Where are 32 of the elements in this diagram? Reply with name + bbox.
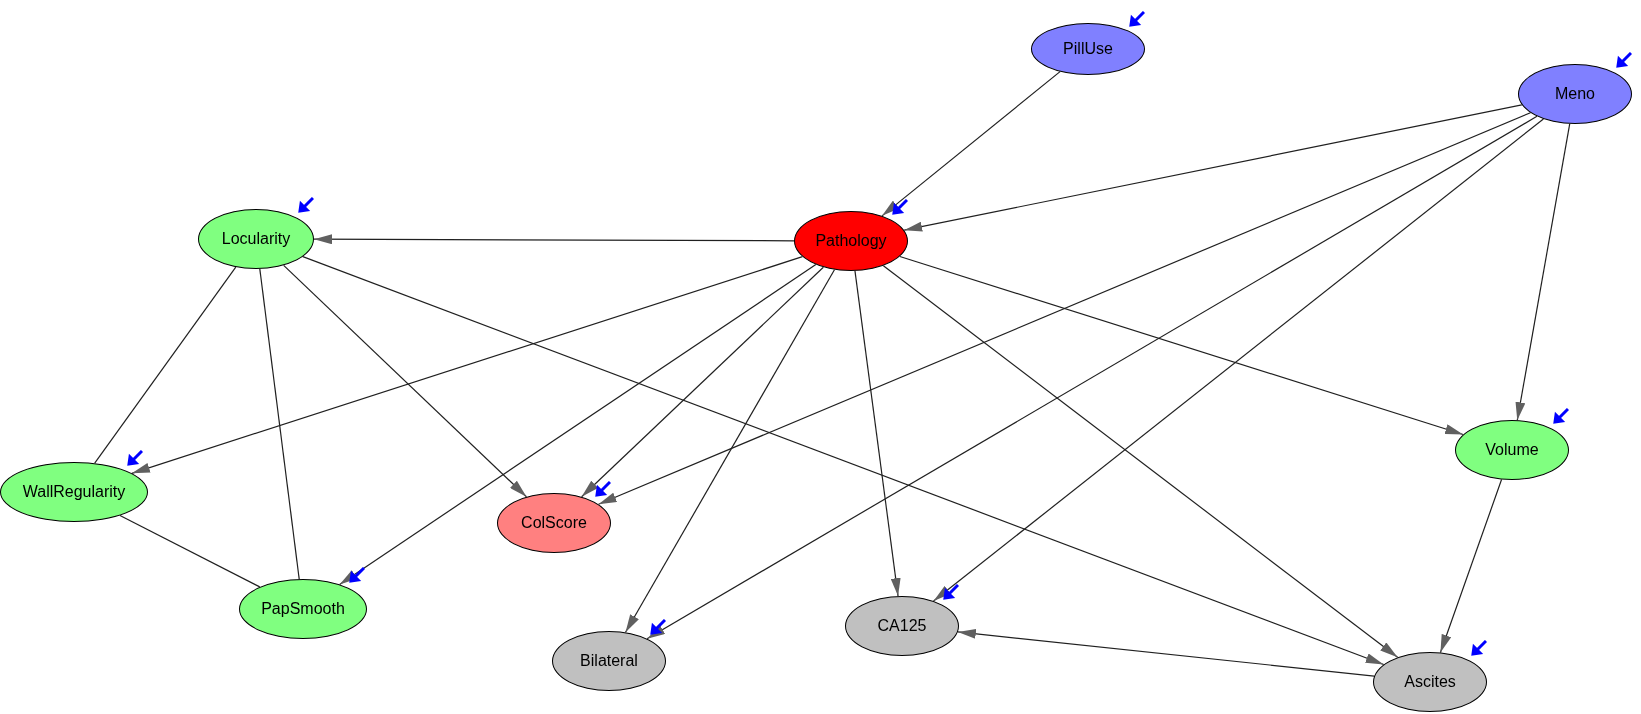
arrow: [131, 256, 803, 474]
arrow: [597, 112, 1532, 505]
arrow: [313, 234, 795, 245]
node-label: Ascites: [1404, 674, 1456, 690]
arrow: [881, 71, 1061, 217]
node-ellipse: [1518, 64, 1632, 124]
arrow: [283, 264, 528, 498]
arrow: [933, 118, 1544, 602]
arrow: [882, 265, 1399, 658]
arrow: [624, 269, 836, 633]
node-label: Pathology: [815, 233, 887, 249]
arrow: [339, 264, 817, 585]
node-label: Volume: [1485, 442, 1539, 458]
node-label: ColScore: [521, 515, 587, 531]
node-ellipse: [794, 211, 908, 271]
arrow: [1515, 123, 1571, 421]
node-label: Locularity: [221, 231, 291, 247]
arrow: [581, 266, 824, 498]
arrow: [957, 628, 1375, 677]
arrow: [903, 104, 1523, 232]
arrow: [646, 115, 1538, 640]
node-label: Bilateral: [580, 653, 638, 669]
node-label: PillUse: [1063, 41, 1113, 57]
node-label: CA125: [877, 618, 927, 634]
node-label: Meno: [1555, 86, 1595, 102]
node-ellipse: [0, 462, 148, 522]
arrow: [302, 256, 1385, 666]
arrow: [1439, 478, 1503, 654]
node-label: PapSmooth: [261, 601, 345, 617]
arrow: [854, 270, 901, 597]
arrow: [899, 255, 1464, 436]
node-label: WallRegularity: [22, 484, 126, 500]
